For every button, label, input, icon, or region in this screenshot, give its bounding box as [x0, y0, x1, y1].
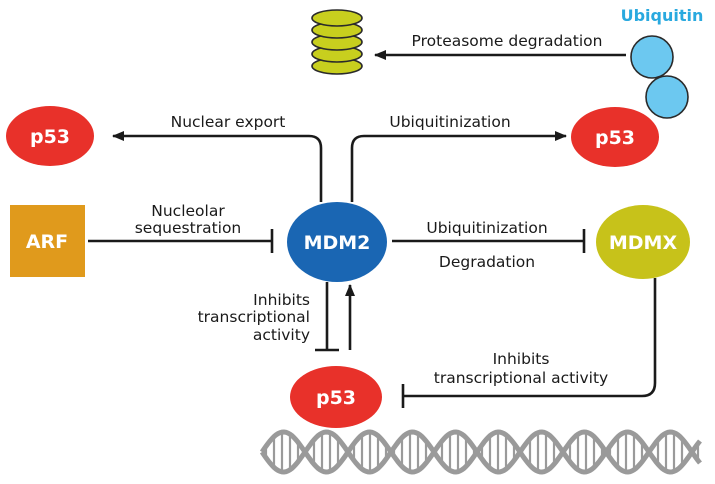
transcriptional-label: transcriptional — [198, 308, 310, 326]
mdm2-node: MDM2 — [287, 202, 387, 282]
dna-helix — [259, 429, 702, 475]
inhibits-label: Inhibits — [253, 291, 310, 309]
p53-right-label: p53 — [595, 127, 635, 149]
ubiquitinization-label: Ubiquitinization — [389, 113, 510, 131]
arf-node: ARF — [10, 205, 85, 277]
p53-left-label: p53 — [30, 126, 70, 148]
p53-node-bottom: p53 — [290, 366, 382, 428]
mdmx-inhibits-p53-line — [403, 278, 657, 398]
mdmx-inhibits-label: Inhibits — [493, 350, 550, 368]
nucleolar-label: Nucleolar — [151, 202, 225, 220]
degradation-label: Degradation — [439, 253, 535, 271]
p53-node-left: p53 — [6, 106, 94, 166]
arf-label: ARF — [26, 231, 68, 253]
dna-strand — [259, 429, 702, 475]
p53-node-right: p53 — [571, 107, 659, 167]
mdmx-transcriptional-activity-label: transcriptional activity — [434, 369, 608, 387]
mdmx-label: MDMX — [609, 232, 678, 254]
mdmx-ubiquitinization-label: Ubiquitinization — [426, 219, 547, 237]
p53-bottom-label: p53 — [316, 387, 356, 409]
ubiquitin-label: Ubiquitin — [621, 6, 704, 25]
activity-label: activity — [253, 326, 310, 344]
proteasome-icon — [311, 9, 363, 75]
nuclear-export-label: Nuclear export — [171, 113, 286, 131]
mdmx-node: MDMX — [596, 205, 690, 279]
ubiquitin-icon — [630, 35, 689, 119]
nuclear-export-arrow — [112, 131, 323, 202]
ubiquitinization-arrow — [350, 131, 567, 202]
sequestration-label: sequestration — [135, 219, 242, 237]
dna-strand — [259, 429, 702, 475]
mdm2-label: MDM2 — [304, 232, 371, 254]
proteasome-degradation-label: Proteasome degradation — [412, 32, 603, 50]
